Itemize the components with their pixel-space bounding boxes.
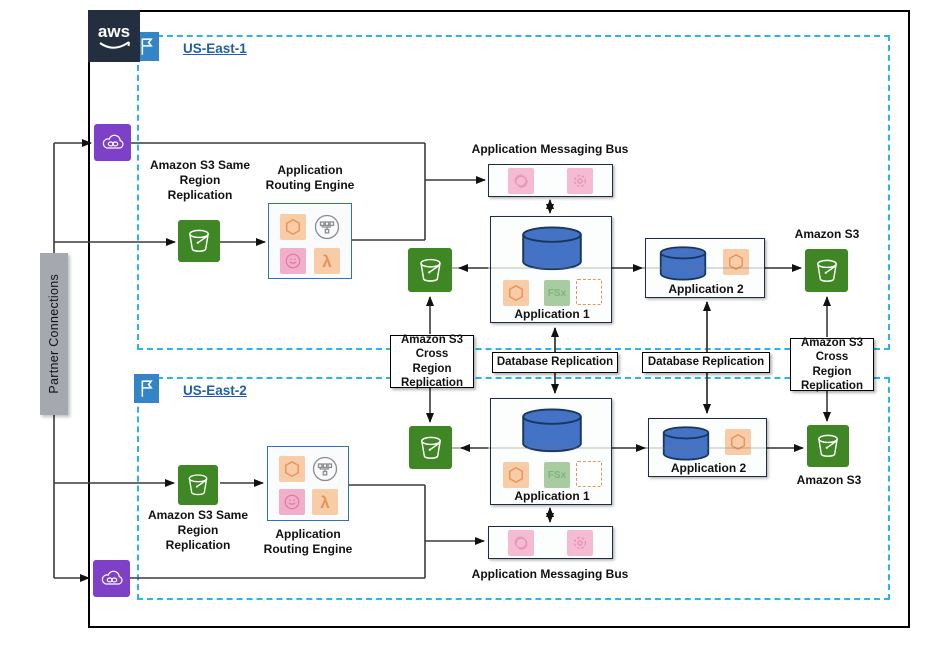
database-cylinder-icon bbox=[522, 408, 582, 453]
fanout-tree-icon bbox=[312, 456, 338, 482]
region-us-east-1 bbox=[137, 35, 890, 350]
crr-left-box: Amazon S3 Cross Region Replication bbox=[390, 333, 474, 389]
application2-box-r2: Application 2 bbox=[648, 418, 767, 477]
dashed-chip-icon bbox=[576, 461, 602, 487]
face-service-icon bbox=[280, 248, 306, 274]
application2-label-r1: Application 2 bbox=[668, 282, 744, 296]
circular-arrows-icon bbox=[567, 168, 593, 194]
fsx-icon: FSx bbox=[544, 462, 570, 488]
region-1-label: US-East-1 bbox=[183, 41, 247, 56]
cloud-link-icon bbox=[94, 124, 131, 161]
hexagon-service-icon bbox=[725, 429, 751, 455]
db-replication-left-box: Database Replication bbox=[492, 352, 618, 373]
application2-label-r2: Application 2 bbox=[670, 461, 747, 475]
fanout-tree-icon bbox=[314, 214, 340, 240]
region-us-east-2 bbox=[137, 377, 890, 600]
lambda-icon: λ bbox=[314, 248, 340, 274]
routing-engine-box-1: λ bbox=[268, 203, 352, 279]
crr-right-box: Amazon S3 Cross Region Replication bbox=[790, 336, 874, 392]
aws-logo: aws bbox=[88, 10, 140, 62]
hexagon-service-icon bbox=[723, 249, 749, 275]
s3-bucket-icon bbox=[807, 425, 849, 467]
s3-bucket-icon bbox=[178, 465, 218, 505]
application2-box-r1: Application 2 bbox=[645, 238, 765, 298]
circular-arrows-icon bbox=[508, 530, 534, 556]
s3-same-region-label-1: Amazon S3 Same Region Replication bbox=[149, 158, 251, 202]
database-cylinder-icon bbox=[659, 246, 707, 281]
routing-engine-label-1: Application Routing Engine bbox=[265, 163, 355, 192]
dashed-chip-icon bbox=[576, 279, 602, 305]
s3-bucket-icon bbox=[408, 248, 452, 292]
crr-right-label: Amazon S3 Cross Region Replication bbox=[801, 336, 863, 392]
database-cylinder-icon bbox=[522, 226, 582, 271]
messaging-bus-label-1: Application Messaging Bus bbox=[471, 142, 629, 156]
routing-engine-label-2: Application Routing Engine bbox=[263, 527, 353, 556]
db-replication-left-label: Database Replication bbox=[496, 356, 614, 369]
lambda-icon: λ bbox=[312, 489, 338, 515]
outer-border bbox=[88, 10, 910, 628]
application1-box-r2: FSx Application 1 bbox=[490, 398, 612, 505]
circular-arrows-icon bbox=[567, 530, 593, 556]
s3-label-r1: Amazon S3 bbox=[794, 227, 860, 241]
db-replication-right-box: Database Replication bbox=[642, 352, 770, 373]
application1-box-r1: FSx Application 1 bbox=[490, 216, 612, 323]
s3-bucket-icon bbox=[178, 220, 220, 262]
face-service-icon bbox=[279, 489, 305, 515]
svg-text:aws: aws bbox=[98, 22, 130, 41]
circular-arrows-icon bbox=[508, 168, 534, 194]
hexagon-service-icon bbox=[503, 462, 529, 488]
messaging-bus-box-1 bbox=[488, 164, 613, 197]
database-cylinder-icon bbox=[662, 426, 710, 461]
region-2-label: US-East-2 bbox=[183, 383, 247, 398]
s3-bucket-icon bbox=[805, 249, 848, 292]
aws-smile-logo: aws bbox=[98, 22, 130, 49]
db-replication-right-label: Database Replication bbox=[647, 356, 765, 369]
cloud-link-icon bbox=[93, 560, 130, 597]
messaging-bus-box-2 bbox=[488, 526, 613, 559]
s3-bucket-icon bbox=[409, 426, 452, 469]
partner-connections: Partner Connections bbox=[40, 253, 68, 415]
messaging-bus-label-2: Application Messaging Bus bbox=[471, 567, 629, 581]
hexagon-service-icon bbox=[503, 280, 529, 306]
hexagon-service-icon bbox=[280, 214, 306, 240]
fsx-icon: FSx bbox=[544, 280, 570, 306]
application1-label-r2: Application 1 bbox=[514, 489, 590, 503]
routing-engine-box-2: λ bbox=[267, 446, 349, 521]
region-flag-icon bbox=[134, 374, 159, 403]
application1-label-r1: Application 1 bbox=[514, 307, 590, 321]
crr-left-label: Amazon S3 Cross Region Replication bbox=[401, 333, 463, 389]
s3-label-r2: Amazon S3 bbox=[796, 473, 862, 487]
hexagon-service-icon bbox=[279, 456, 305, 482]
partner-connections-label: Partner Connections bbox=[47, 274, 61, 394]
s3-same-region-label-2: Amazon S3 Same Region Replication bbox=[147, 508, 249, 552]
